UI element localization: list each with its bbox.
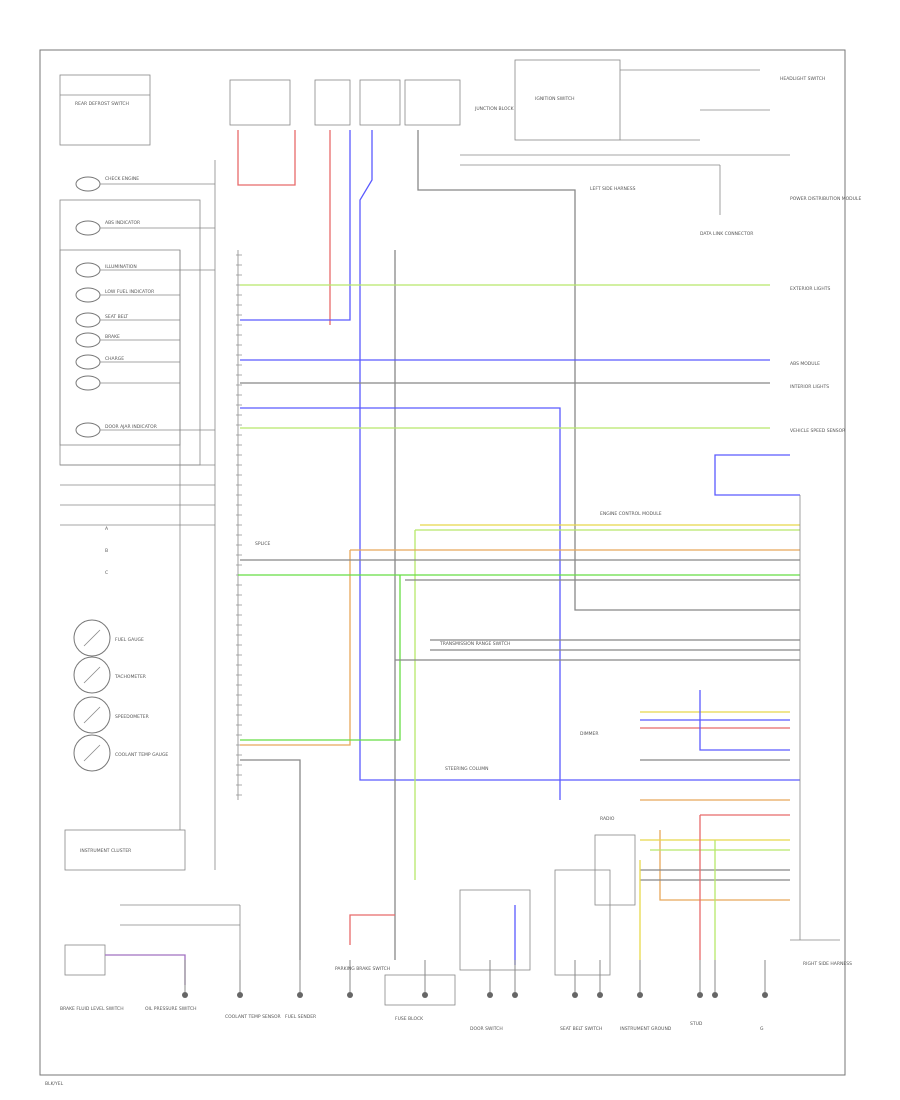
interior-lights-label: INTERIOR LIGHTS	[790, 384, 829, 390]
radio-label: RADIO	[600, 816, 615, 822]
stud-label: STUD	[690, 1021, 703, 1027]
bottom-components: BRAKE FLUID LEVEL SWITCH OIL PRESSURE SW…	[45, 834, 768, 1087]
door-ajar-label: DOOR AJAR INDICATOR	[105, 424, 157, 430]
abs-module-label: ABS MODULE	[790, 361, 820, 367]
fuel-sender-label: FUEL SENDER	[285, 1014, 316, 1020]
speedo-gauge-label: SPEEDOMETER	[115, 714, 149, 720]
door-switch-label: DOOR SWITCH	[470, 1026, 503, 1032]
ecm-label: ENGINE CONTROL MODULE	[600, 511, 662, 517]
ground-terminal	[422, 992, 428, 998]
coolant-gauge-label: COOLANT TEMP GAUGE	[115, 752, 168, 758]
rear-defrost-label: REAR DEFROST SWITCH	[75, 101, 129, 107]
tach-gauge-label: TACHOMETER	[114, 674, 146, 680]
steering-column-label: STEERING COLUMN	[445, 766, 489, 772]
ground-label: G	[760, 1026, 764, 1032]
ground-terminal	[712, 992, 718, 998]
ground-terminal	[697, 992, 703, 998]
brake-label: BRAKE	[105, 334, 120, 340]
ground-terminal	[237, 992, 243, 998]
diagram-border	[39, 49, 846, 1076]
low-fuel-label: LOW FUEL INDICATOR	[105, 289, 154, 295]
oil-pressure-label: OIL PRESSURE SWITCH	[145, 1006, 197, 1012]
seat-belt-label: SEAT BELT	[105, 314, 128, 320]
connector-b-label: B	[105, 548, 108, 554]
charge-label: CHARGE	[105, 356, 124, 362]
power-distribution-label: POWER DISTRIBUTION MODULE	[790, 196, 861, 202]
dimmer-label: DIMMER	[580, 731, 599, 737]
ground-terminal	[637, 992, 643, 998]
left-harness-label: LEFT SIDE HARNESS	[590, 186, 636, 192]
coolant-sensor-label: COOLANT TEMP SENSOR	[225, 1014, 281, 1020]
abs-label: ABS INDICATOR	[105, 220, 140, 226]
headlight-switch-label: HEADLIGHT SWITCH	[780, 76, 825, 82]
instrument-ground-label: INSTRUMENT GROUND	[620, 1026, 672, 1032]
ground-terminal	[572, 992, 578, 998]
check-engine-label: CHECK ENGINE	[105, 176, 139, 182]
right-harness-label: RIGHT SIDE HARNESS	[803, 961, 852, 967]
fuse-box-label: FUSE BLOCK	[395, 1016, 424, 1022]
indicator-column: CHECK ENGINE ABS INDICATOR ILLUMINATION …	[59, 176, 215, 576]
vss-label: VEHICLE SPEED SENSOR	[790, 428, 845, 434]
splice-label: SPLICE	[255, 541, 271, 547]
harness-wires	[238, 284, 800, 960]
brake-fluid-label: BRAKE FLUID LEVEL SWITCH	[60, 1006, 124, 1012]
ground-terminal	[297, 992, 303, 998]
instrument-cluster-label: INSTRUMENT CLUSTER	[80, 848, 131, 854]
central-connector	[236, 250, 396, 800]
ground-terminal	[182, 992, 188, 998]
fuel-gauge-label: FUEL GAUGE	[115, 637, 144, 643]
ground-terminal	[597, 992, 603, 998]
ground-terminal	[762, 992, 768, 998]
illumination-label: ILLUMINATION	[105, 264, 137, 270]
top-components: REAR DEFROST SWITCH IGNITION SWITCH DATA…	[59, 59, 861, 237]
connector-c-label: C	[105, 570, 108, 576]
ground-terminal	[487, 992, 493, 998]
gauges: FUEL GAUGE TACHOMETER SPEEDOMETER COOLAN…	[64, 160, 216, 871]
junction-block-label: JUNCTION BLOCK	[474, 106, 515, 112]
transmission-label: TRANSMISSION RANGE SWITCH	[439, 641, 510, 647]
exterior-lights-label: EXTERIOR LIGHTS	[790, 286, 830, 292]
parking-brake-label: PARKING BRAKE SWITCH	[335, 966, 390, 972]
ignition-switch-label: IGNITION SWITCH	[535, 96, 575, 102]
seat-belt-switch-label: SEAT BELT SWITCH	[560, 1026, 602, 1032]
wire-colors-label: BLK/YEL	[45, 1081, 64, 1087]
ground-terminal	[512, 992, 518, 998]
connector-a-label: A	[105, 526, 109, 532]
right-terminal-block: RIGHT SIDE HARNESS EXTERIOR LIGHTS ABS M…	[255, 286, 852, 967]
ground-terminal	[347, 992, 353, 998]
top-wires	[237, 130, 800, 960]
data-link-label: DATA LINK CONNECTOR	[700, 231, 753, 237]
